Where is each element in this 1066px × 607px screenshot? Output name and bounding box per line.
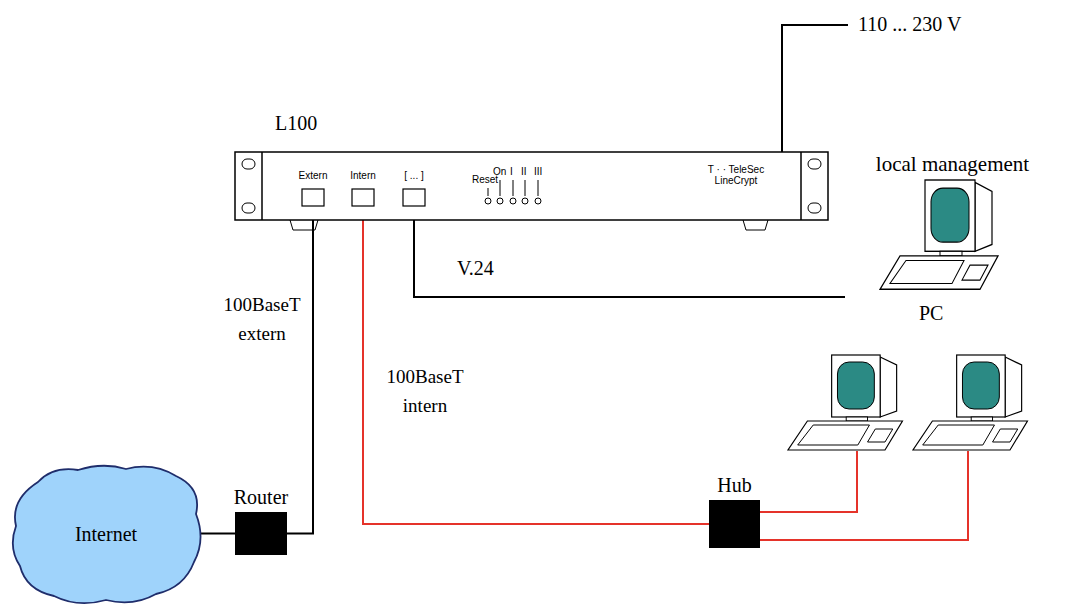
cloud-label: Internet [75,523,137,545]
device-outline [235,152,828,220]
device-name: L100 [275,112,317,134]
led-label: I [510,166,513,177]
internet-cloud: Internet [8,462,204,605]
led-label: II [521,166,527,177]
port-label: Extern [299,170,328,181]
cable-connector [287,206,313,534]
pc-outline [845,152,1060,328]
management-pc: local managementPC [845,152,1060,328]
brand-label: T · · TeleSec LineCrypt [701,164,771,186]
led-label: III [534,166,542,177]
cable-label: 100BaseT extern [214,290,310,349]
pc-label: PC [919,302,943,324]
cable-label: 100BaseT intern [378,362,472,421]
pc-role-label: local management [876,153,1029,176]
encryption-device: L100ResetOnIIIIIIT · · TeleSec LineCrypt… [235,152,828,220]
cable-connector [363,206,709,524]
power-cable [782,25,848,152]
client-pc [788,355,902,450]
client-pc [913,355,1027,450]
hub-label: Hub [717,474,751,496]
lan-cable [760,451,968,540]
network-port: Intern [341,166,385,206]
voltage-label: 110 ... 230 V [858,13,961,35]
cable-label: V.24 [455,256,496,280]
network-port: Extern [291,166,335,206]
led-label: On [493,166,506,177]
router-label: Router [234,486,288,508]
cable-connector [197,533,235,535]
port-label: [ ... ] [404,170,423,181]
serial-port: [ ... ] [392,166,436,206]
router-box: Router [235,512,287,555]
hub-box: Hub [709,500,760,548]
lan-cable [760,451,857,512]
port-label: Intern [350,170,376,181]
